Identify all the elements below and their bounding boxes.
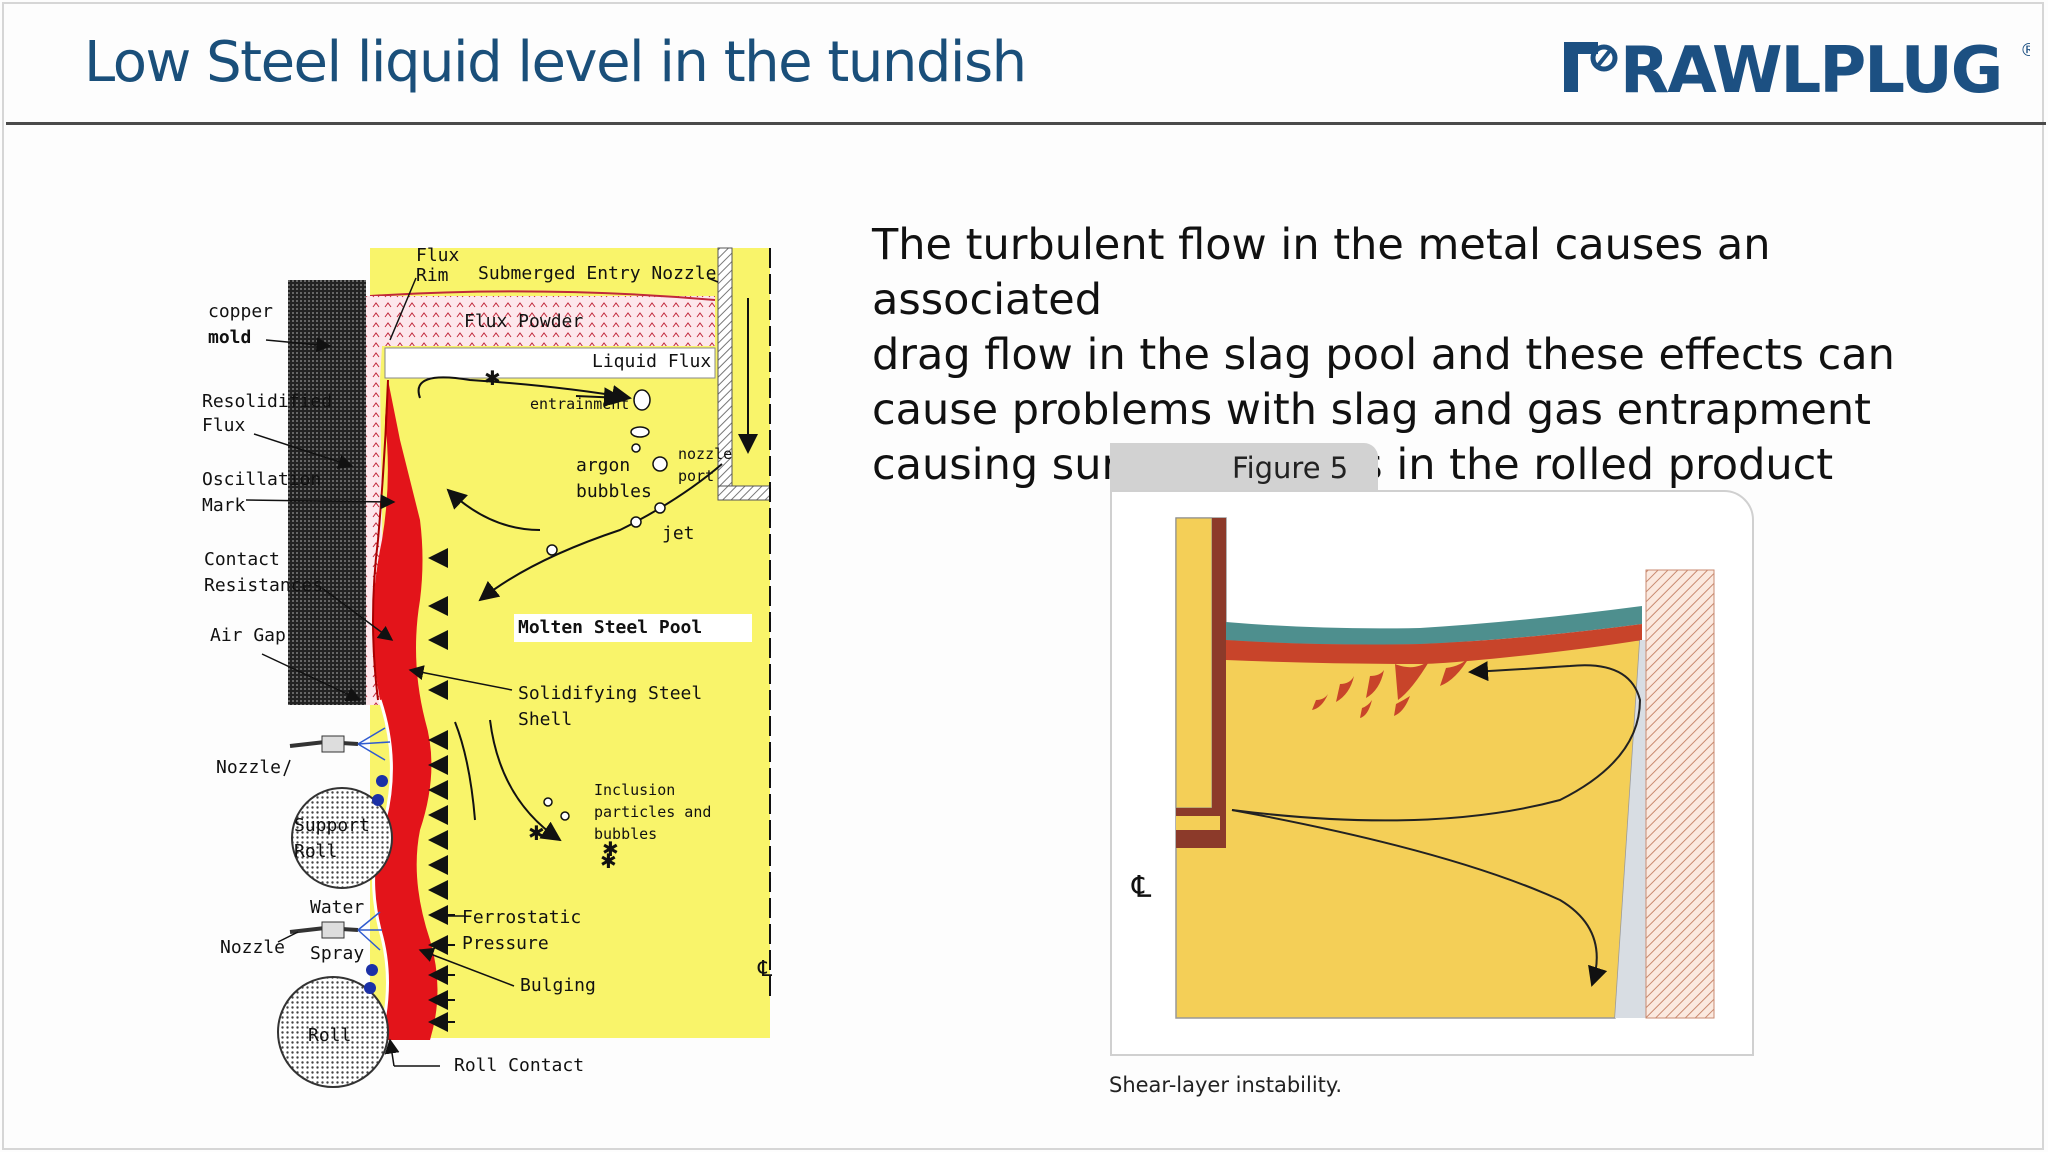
label-nozzle-bottom: Nozzle (220, 937, 286, 958)
label-bulging: Bulging (520, 975, 596, 996)
figure-5-label: Figure 5 (1232, 451, 1349, 485)
label-spray: Spray (310, 943, 365, 964)
svg-text:✱: ✱ (600, 849, 617, 873)
label-support: Support (294, 815, 370, 836)
label-centerline-figure5: ℄ (1132, 870, 1152, 905)
label-molten-steel-pool: Molten Steel Pool (518, 617, 703, 638)
svg-text:✱: ✱ (602, 837, 619, 861)
slide-title: Low Steel liquid level in the tundish (84, 30, 1027, 95)
label-submerged-entry-nozzle: Submerged Entry Nozzle (478, 263, 717, 284)
label-shell: Shell (518, 709, 573, 730)
label-ferrostatic: Ferrostatic (462, 907, 582, 928)
label-resistances: Resistances (204, 575, 324, 596)
label-oscillation: Oscillation (202, 469, 322, 490)
label-nozzle-top: Nozzle (216, 757, 282, 778)
label-bubbles-2: bubbles (594, 825, 658, 843)
label-solidifying-steel: Solidifying Steel (518, 683, 703, 704)
label-resolidified-flux: Flux (202, 415, 246, 436)
figure-5-tab: Figure 5 (1110, 443, 1378, 491)
label-mark: Mark (202, 495, 246, 516)
label-centerline-left: ℄ (758, 957, 773, 982)
label-copper: copper (208, 301, 274, 322)
label-mold: mold (208, 327, 252, 348)
svg-text:✱: ✱ (528, 821, 545, 845)
label-nozzle-port-1: nozzle (678, 445, 733, 463)
label-roll-bottom: Roll (308, 1025, 352, 1046)
label-roll: Roll (294, 841, 338, 862)
label-inclusion: Inclusion (594, 781, 676, 799)
label-resolidified: Resolidified (202, 391, 333, 412)
logo-wordmark: RAWLPLUG (1620, 34, 2001, 98)
label-liquid-flux: Liquid Flux (592, 351, 712, 372)
title-rule (6, 122, 2046, 125)
label-bubbles: bubbles (576, 481, 652, 502)
figure-5-caption: Shear-layer instability. (1109, 1073, 1343, 1097)
label-air-gap: Air Gap (210, 625, 286, 646)
label-pressure: Pressure (462, 933, 549, 954)
label-particles-and: particles and (594, 803, 712, 821)
label-roll-contact: Roll Contact (454, 1055, 585, 1076)
label-flux-powder: Flux Powder (464, 311, 584, 332)
label-contact: Contact (204, 549, 280, 570)
label-jet: jet (662, 523, 695, 544)
label-nozzle-port-2: port (678, 467, 715, 485)
svg-text:✱: ✱ (484, 366, 501, 390)
label-argon: argon (576, 455, 631, 476)
label-water: Water (310, 897, 365, 918)
label-flux-rim: Flux Rim (416, 245, 460, 286)
slide-body-text: The turbulent flow in the metal causes a… (872, 220, 1895, 490)
label-entrainment: entrainment (530, 395, 630, 413)
